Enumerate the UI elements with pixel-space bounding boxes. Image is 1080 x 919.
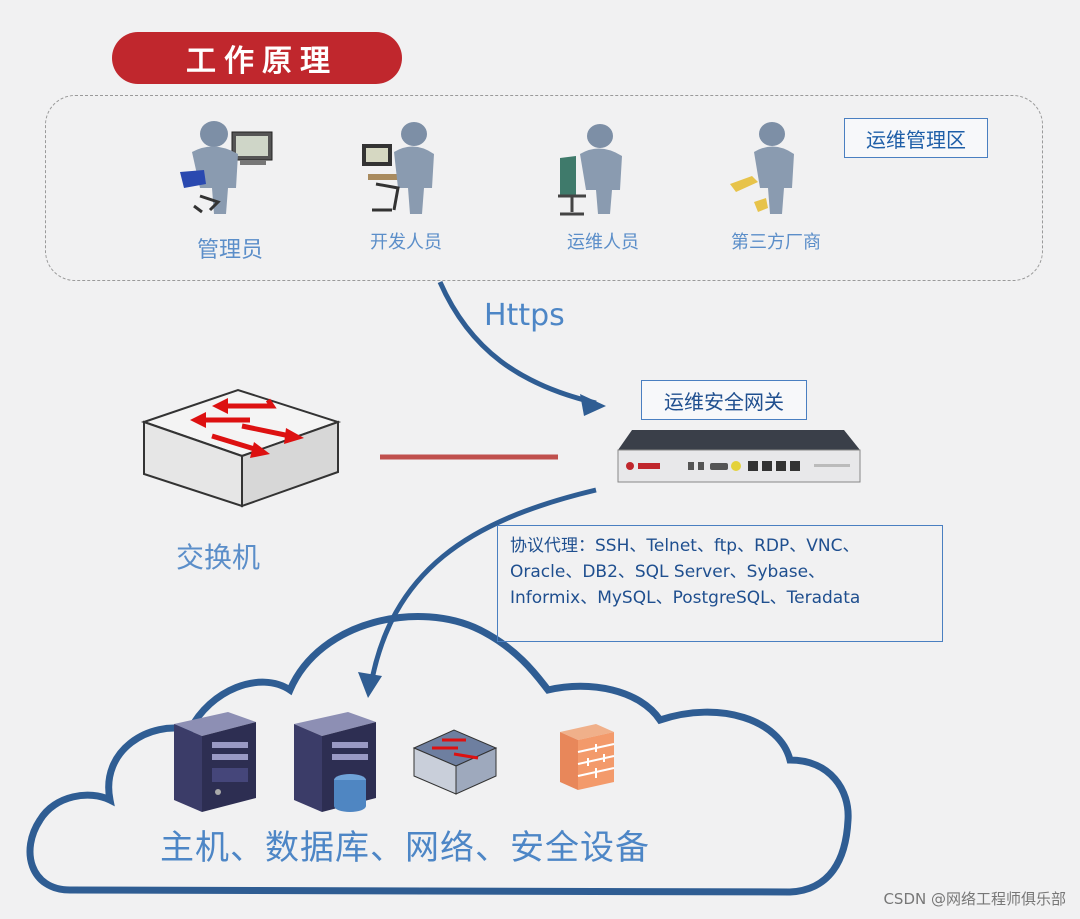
person-at-computer-icon <box>180 121 273 214</box>
rack-appliance-icon <box>617 430 861 483</box>
gateway-label: 运维安全网关 <box>641 380 807 420</box>
role-label-admin: 管理员 <box>196 238 263 263</box>
database-server-icon <box>294 712 376 812</box>
https-arrow <box>437 280 597 406</box>
role-label-ops: 运维人员 <box>567 232 639 253</box>
https-label: Https <box>484 298 565 333</box>
person-at-terminal-icon <box>362 122 434 214</box>
diagram-title: 工作原理 <box>112 32 402 84</box>
assets-label: 主机、数据库、网络、安全设备 <box>160 828 650 868</box>
watermark: CSDN @网络工程师俱乐部 <box>883 890 1066 908</box>
server-icon <box>174 712 256 812</box>
ops-management-zone <box>45 95 1043 281</box>
switch-small-icon <box>412 729 498 795</box>
protocol-line-3: Informix、MySQL、PostgreSQL、Teradata <box>510 588 861 608</box>
person-running-icon <box>730 122 794 214</box>
role-label-vendor: 第三方厂商 <box>731 232 821 253</box>
network-switch-icon <box>140 388 342 508</box>
protocol-line-1: 协议代理：SSH、Telnet、ftp、RDP、VNC、 <box>510 536 860 556</box>
gateway-to-assets-arrowhead <box>358 672 382 698</box>
gateway-to-assets-arrow <box>367 487 597 691</box>
protocol-proxy-box: 协议代理：SSH、Telnet、ftp、RDP、VNC、 Oracle、DB2、… <box>497 525 943 642</box>
protocol-line-2: Oracle、DB2、SQL Server、Sybase、 <box>510 562 826 582</box>
role-label-developer: 开发人员 <box>370 232 442 253</box>
ops-zone-label: 运维管理区 <box>844 118 988 158</box>
asset-cloud <box>26 613 852 896</box>
switch-label: 交换机 <box>176 541 261 574</box>
firewall-icon <box>560 724 615 790</box>
person-in-chair-icon <box>558 124 622 216</box>
https-arrowhead <box>580 394 606 416</box>
